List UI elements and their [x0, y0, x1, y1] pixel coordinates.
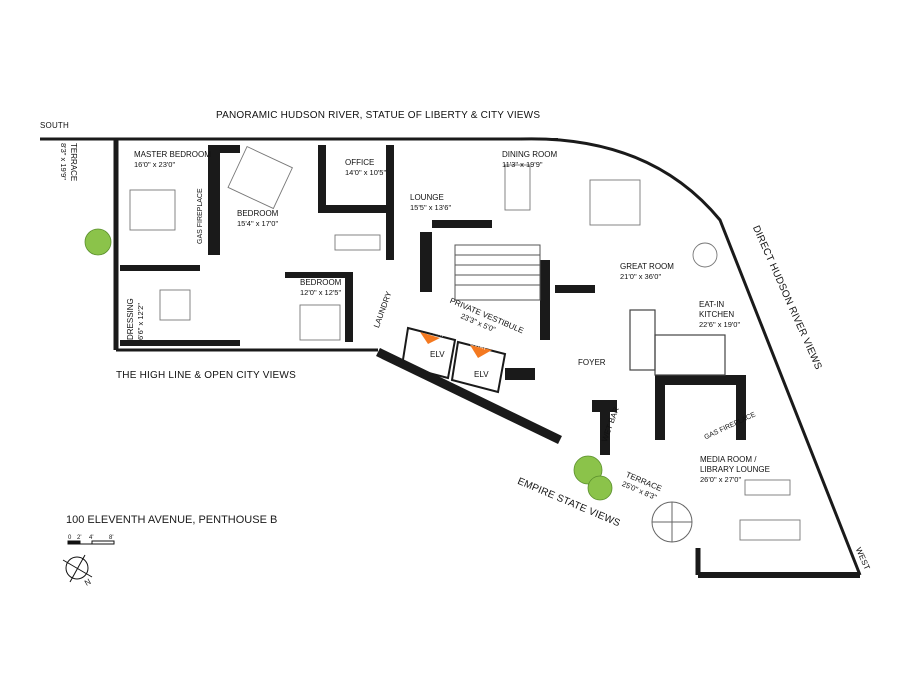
gas-fireplace-label-1: GAS FIREPLACE [197, 188, 204, 244]
elevator-label-2: ELV [474, 370, 489, 379]
room-name: FOYER [578, 358, 606, 367]
room-media-room: MEDIA ROOM / LIBRARY LOUNGE 26'0" x 27'0… [700, 455, 790, 485]
elevator-core [400, 326, 507, 394]
room-eat-in-kitchen: EAT-IN KITCHEN 22'6" x 19'0" [699, 300, 749, 330]
north-arrow-icon [62, 554, 93, 583]
room-bedroom-2: BEDROOM 15'4" x 17'0" [237, 209, 278, 229]
entry-arrows [420, 332, 492, 358]
elevator-label-1: ELV [430, 350, 445, 359]
room-name: LOUNGE [410, 193, 444, 202]
scale-bar [67, 540, 115, 545]
view-label-left: THE HIGH LINE & OPEN CITY VIEWS [116, 370, 296, 381]
room-name: DRESSING [126, 298, 135, 340]
stair-core [454, 244, 541, 301]
room-dimensions: 6'6" x 12'2" [136, 303, 145, 340]
terrace-umbrella [651, 501, 693, 543]
room-name: BEDROOM [237, 209, 279, 218]
furniture [129, 145, 801, 541]
tree-west-terrace [84, 228, 112, 256]
room-master-bedroom: MASTER BEDROOM 16'0" x 23'0" [134, 150, 211, 170]
scale-tick-4: 4' [89, 535, 94, 541]
room-dimensions: 12'0" x 12'5" [300, 288, 342, 297]
interior-walls [120, 138, 746, 455]
room-dressing: DRESSING 6'6" x 12'2" [126, 298, 146, 340]
room-dimensions: 14'0" x 10'5" [345, 168, 387, 177]
room-dimensions: 15'5" x 13'6" [410, 203, 452, 212]
room-name: TERRACE [69, 143, 78, 182]
room-lounge: LOUNGE 15'5" x 13'6" [410, 193, 451, 213]
terrace-trees [84, 228, 613, 501]
room-foyer: FOYER [578, 358, 606, 368]
room-name: BEDROOM [300, 278, 342, 287]
room-dimensions: 21'0" x 36'0" [620, 272, 662, 281]
room-terrace-west: TERRACE 8'3" x 19'9" [58, 143, 78, 181]
room-dimensions: 16'0" x 23'0" [134, 160, 176, 169]
room-name: MASTER BEDROOM [134, 150, 211, 159]
room-dimensions: 22'6" x 19'0" [699, 320, 741, 329]
scale-tick-8: 8' [109, 535, 114, 541]
room-name: OFFICE [345, 158, 375, 167]
room-bedroom-3: BEDROOM 12'0" x 12'5" [300, 278, 341, 298]
room-great-room: GREAT ROOM 21'0" x 36'0" [620, 262, 674, 282]
scale-tick-0: 0 [68, 535, 72, 541]
room-dimensions: 8'3" x 19'9" [59, 143, 68, 180]
room-name: GREAT ROOM [620, 262, 674, 271]
kitchen-island [629, 309, 726, 376]
room-name: MEDIA ROOM / LIBRARY LOUNGE [700, 455, 770, 474]
room-dimensions: 26'0" x 27'0" [700, 475, 742, 484]
room-name: EAT-IN KITCHEN [699, 300, 735, 319]
room-name: DINING ROOM [502, 150, 558, 159]
room-dimensions: 11'3" x 19'9" [502, 160, 543, 169]
tree-east-terrace-2 [587, 475, 613, 501]
compass-south-label: SOUTH [40, 121, 69, 130]
scale-tick-2: 2' [77, 535, 82, 541]
room-office: OFFICE 14'0" x 10'5" [345, 158, 386, 178]
room-dimensions: 15'4" x 17'0" [237, 219, 279, 228]
room-dining-room: DINING ROOM 11'3" x 19'9" [502, 150, 557, 170]
view-label-top: PANORAMIC HUDSON RIVER, STATUE OF LIBERT… [216, 110, 541, 121]
plan-title: 100 ELEVENTH AVENUE, PENTHOUSE B [66, 514, 278, 526]
